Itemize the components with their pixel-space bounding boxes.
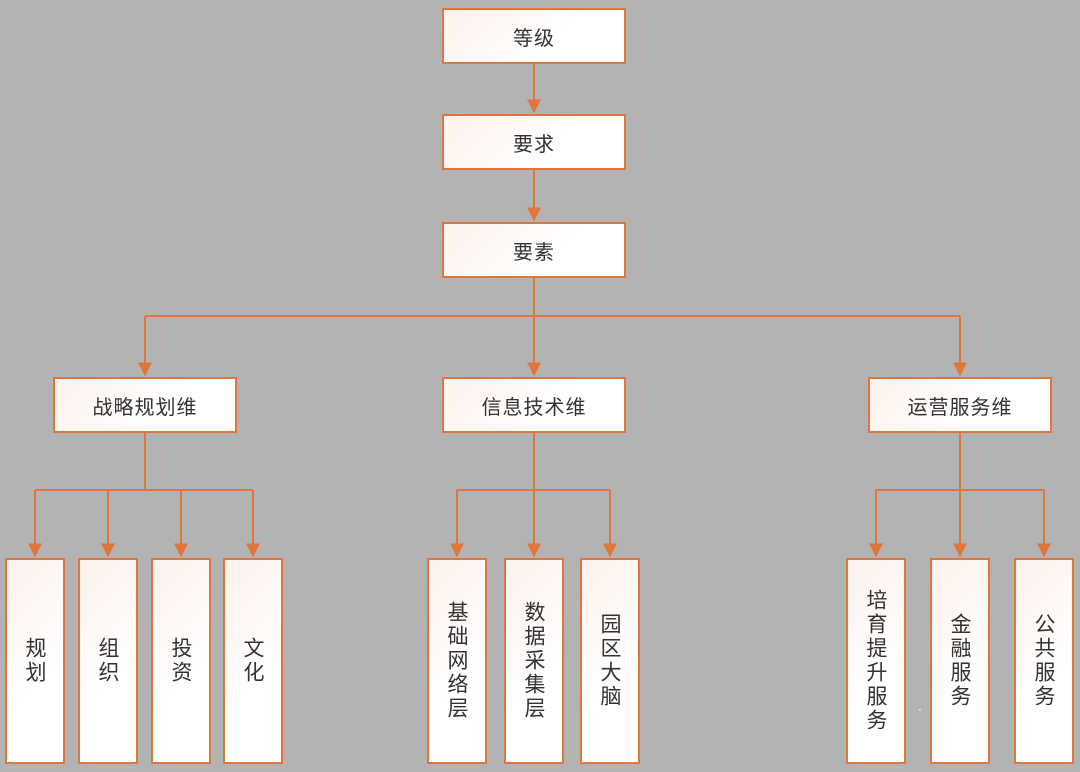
leaf-label-data-layer: 数据采集层 bbox=[522, 601, 546, 721]
dimension-label-it: 信息技术维 bbox=[481, 394, 587, 419]
leaf-label-investment: 投资 bbox=[169, 637, 193, 685]
level-box-grade: 等级 bbox=[442, 8, 626, 64]
dot-mark: · bbox=[918, 703, 922, 717]
leaf-box-planning: 规划 bbox=[5, 558, 65, 764]
level-label-requirement: 要求 bbox=[513, 131, 555, 156]
leaf-label-organization: 组织 bbox=[96, 637, 120, 685]
leaf-box-data-layer: 数据采集层 bbox=[504, 558, 564, 764]
leaf-box-park-brain: 园区大脑 bbox=[580, 558, 640, 764]
dimension-box-operation: 运营服务维 bbox=[868, 377, 1052, 433]
leaf-box-network-layer: 基础网络层 bbox=[427, 558, 487, 764]
dimension-label-strategy: 战略规划维 bbox=[92, 394, 198, 419]
leaf-label-finance: 金融服务 bbox=[948, 613, 972, 709]
leaf-label-culture: 文化 bbox=[241, 637, 265, 685]
connector-group bbox=[28, 64, 1051, 558]
leaf-label-cultivation: 培育提升服务 bbox=[864, 589, 888, 733]
level-box-element: 要素 bbox=[442, 222, 626, 278]
leaf-label-park-brain: 园区大脑 bbox=[598, 613, 622, 709]
leaf-box-culture: 文化 bbox=[223, 558, 283, 764]
level-box-requirement: 要求 bbox=[442, 114, 626, 170]
dimension-box-strategy: 战略规划维 bbox=[53, 377, 237, 433]
leaf-box-finance: 金融服务 bbox=[930, 558, 990, 764]
dimension-box-it: 信息技术维 bbox=[442, 377, 626, 433]
leaf-label-network-layer: 基础网络层 bbox=[445, 601, 469, 721]
dimension-label-operation: 运营服务维 bbox=[907, 394, 1013, 419]
leaf-box-investment: 投资 bbox=[151, 558, 211, 764]
leaf-box-organization: 组织 bbox=[78, 558, 138, 764]
level-label-grade: 等级 bbox=[513, 25, 555, 50]
leaf-label-planning: 规划 bbox=[23, 637, 47, 685]
level-label-element: 要素 bbox=[513, 239, 555, 264]
leaf-label-public: 公共服务 bbox=[1032, 613, 1056, 709]
leaf-box-cultivation: 培育提升服务 bbox=[846, 558, 906, 764]
leaf-box-public: 公共服务 bbox=[1014, 558, 1074, 764]
